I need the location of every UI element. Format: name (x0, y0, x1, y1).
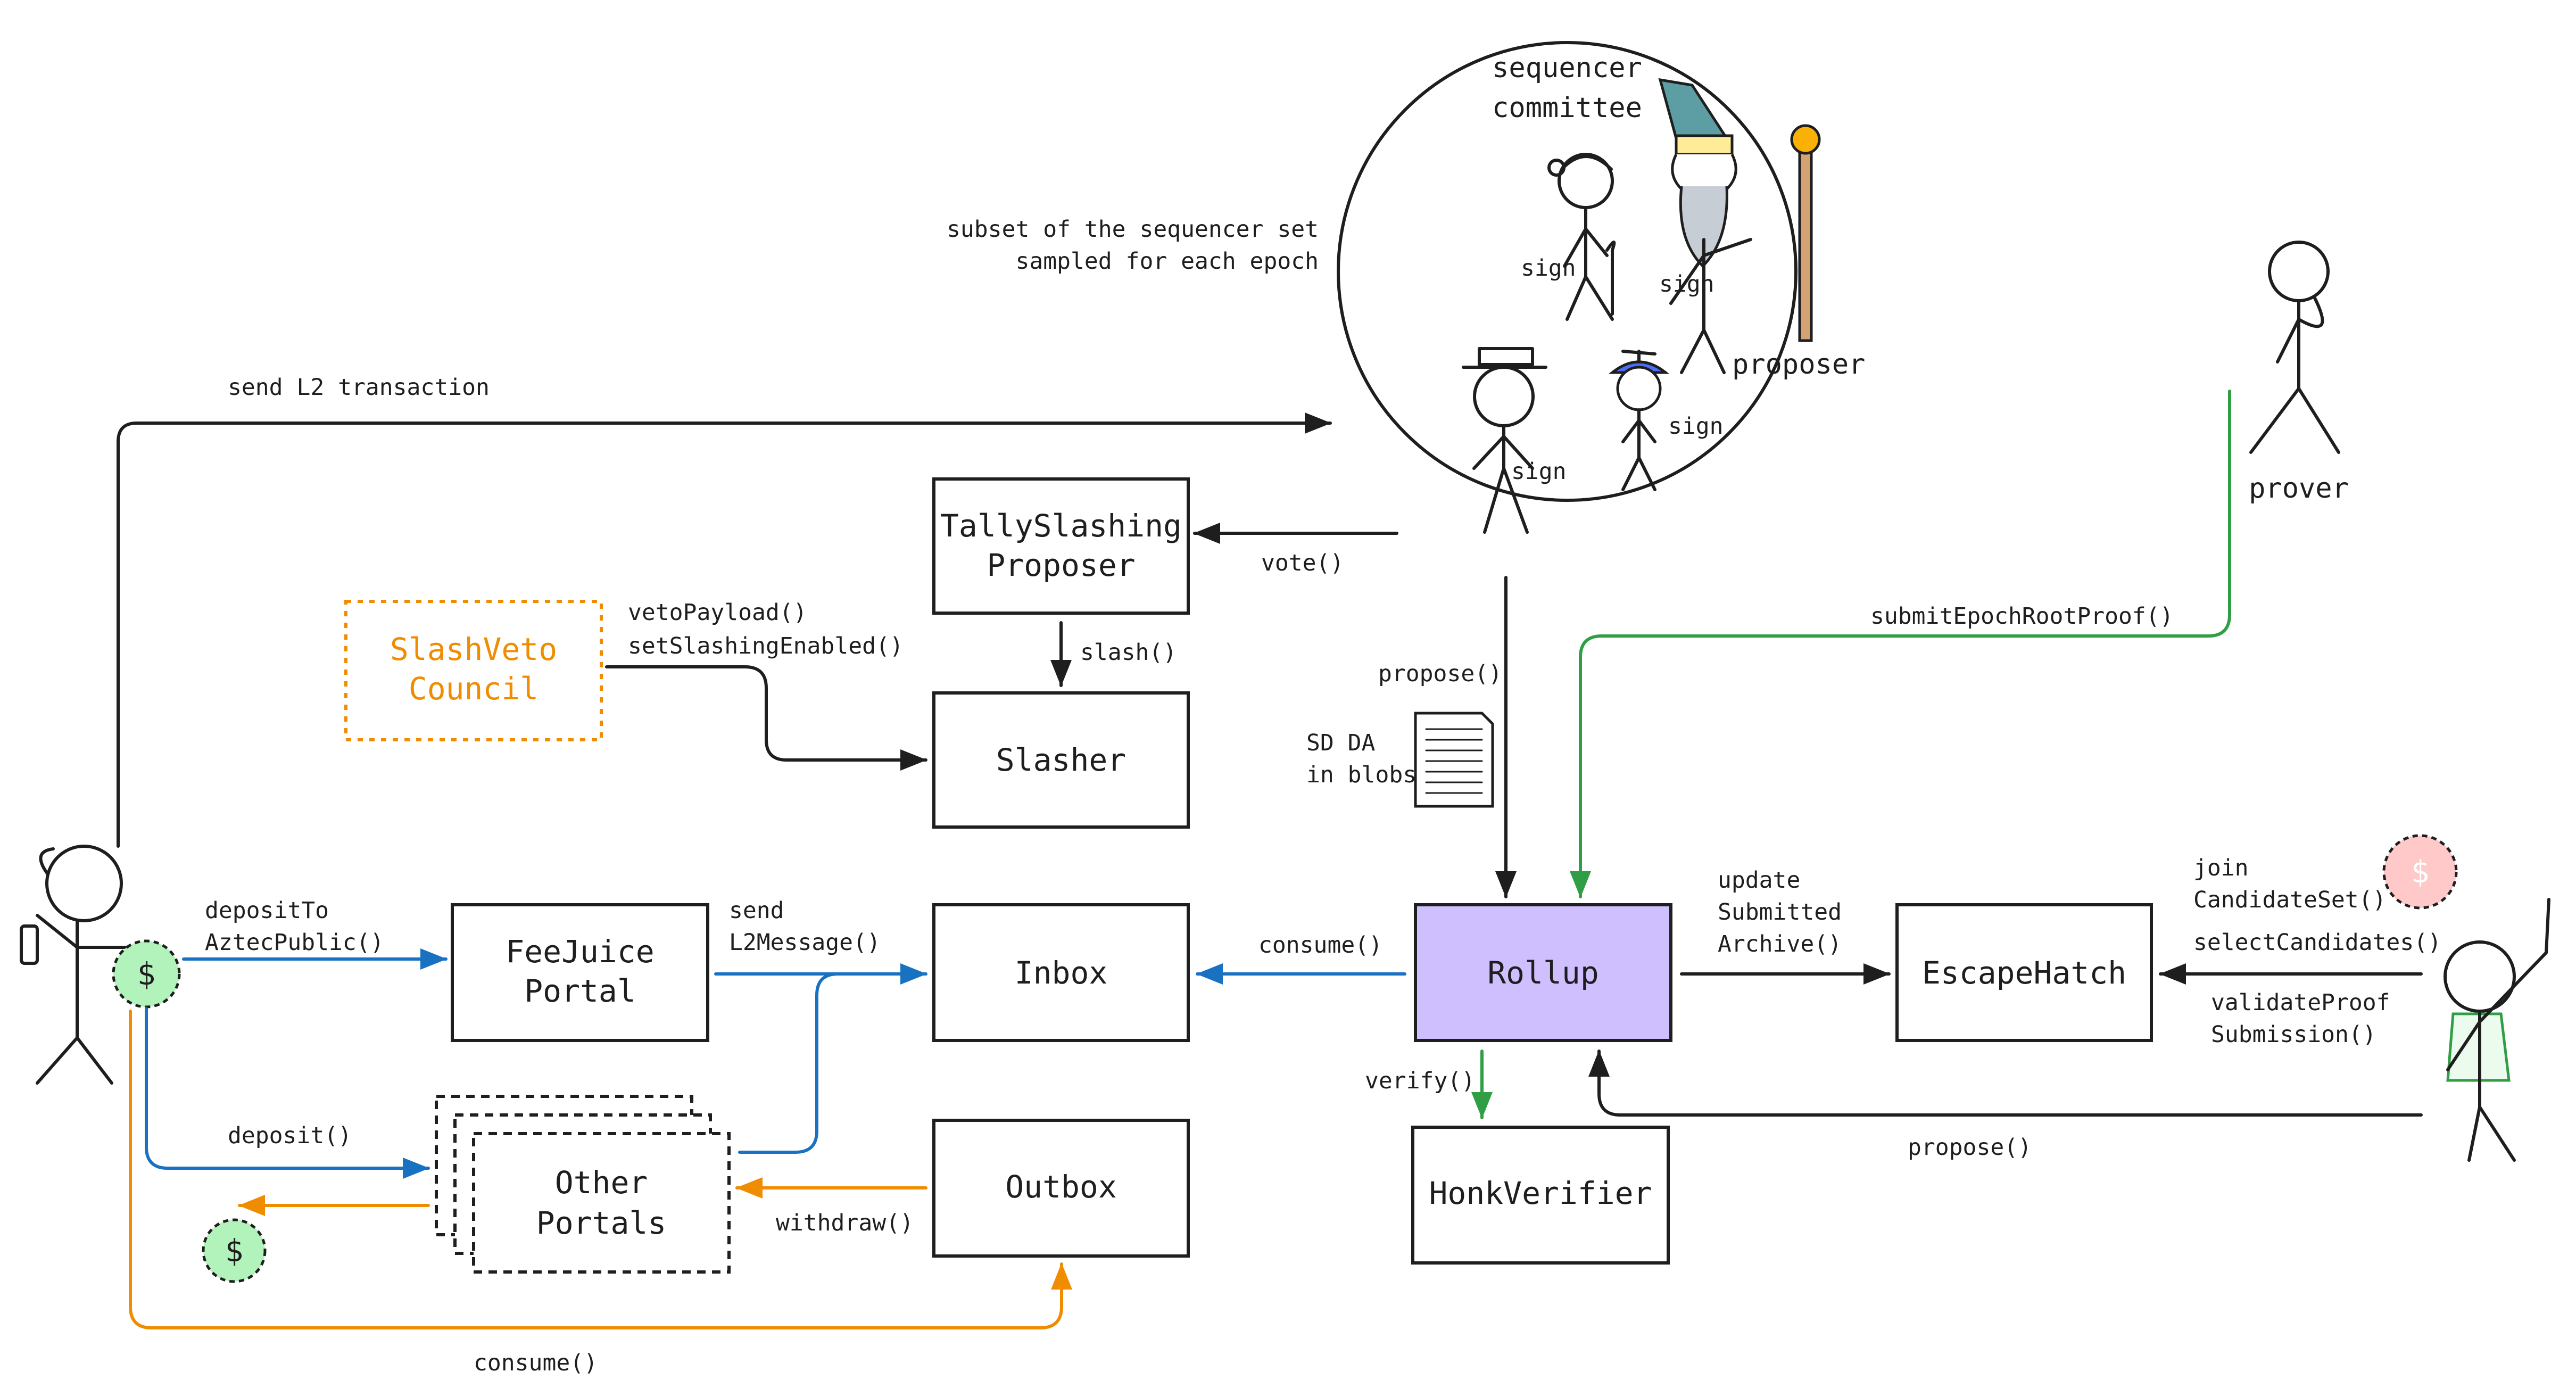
rollup-box[interactable]: Rollup (1414, 903, 1672, 1042)
send-msg-label-line2: L2Message() (729, 929, 881, 956)
update-archive-line3: Archive() (1718, 931, 1842, 957)
tallyslashing-proposer-box[interactable]: TallySlashing Proposer (932, 477, 1190, 615)
svg-text:Slasher: Slasher (996, 742, 1126, 778)
subset-label-line1: subset of the sequencer set (947, 216, 1319, 243)
send-l2-transaction-arrow (117, 412, 1332, 848)
document-icon (1414, 712, 1494, 808)
svg-text:Proposer: Proposer (987, 547, 1135, 583)
svg-text:$: $ (2411, 854, 2430, 890)
prover-figure-icon (2249, 241, 2340, 454)
submit-proof-arrow (1570, 390, 2231, 898)
subset-label-line2: sampled for each epoch (1015, 248, 1319, 275)
verify-label: verify() (1365, 1068, 1475, 1094)
sign-label-2: sign (1659, 271, 1714, 298)
propose-label-top: propose() (1378, 660, 1502, 687)
propose-bottom-label: propose() (1908, 1134, 2032, 1161)
validate-label-line2: Submission() (2211, 1021, 2376, 1048)
vote-label: vote() (1261, 550, 1344, 576)
prover-label: prover (2249, 473, 2349, 505)
submit-proof-label: submitEpochRootProof() (1870, 603, 2174, 630)
svg-text:FeeJuice: FeeJuice (506, 933, 654, 970)
svg-text:TallySlashing: TallySlashing (940, 508, 1182, 544)
coin-icon: $ (112, 939, 181, 1009)
withdraw-label: withdraw() (776, 1210, 914, 1236)
proposer-label: proposer (1732, 349, 1865, 381)
svg-text:Portal: Portal (524, 973, 636, 1009)
svg-text:Rollup: Rollup (1487, 955, 1599, 991)
select-candidates-label: selectCandidates() (2193, 929, 2441, 956)
coin-icon: $ (202, 1218, 267, 1283)
sequencer-committee: sequencer committee sign (1337, 41, 1865, 534)
feejuice-portal-box[interactable]: FeeJuice Portal (451, 903, 709, 1042)
deposit-label: deposit() (228, 1122, 352, 1149)
sign-label-4: sign (1668, 413, 1724, 440)
svg-text:Other: Other (555, 1164, 648, 1201)
coin-icon: $ (2382, 834, 2458, 910)
sd-da-label-line1: SD DA (1306, 730, 1376, 756)
svg-text:$: $ (137, 956, 156, 992)
svg-text:Council: Council (409, 671, 539, 707)
consume-inbox-label: consume() (1258, 932, 1382, 959)
propose-bottom-arrow (1588, 1050, 2423, 1117)
committee-title-line1: sequencer (1492, 52, 1642, 84)
veto-arrow (605, 665, 927, 771)
svg-text:HonkVerifier: HonkVerifier (1429, 1175, 1652, 1211)
svg-text:EscapeHatch: EscapeHatch (1922, 955, 2126, 991)
svg-text:Outbox: Outbox (1005, 1169, 1117, 1205)
update-archive-line2: Submitted (1718, 899, 1842, 926)
consume-outbox-arrow (129, 1010, 1072, 1329)
committee-title-line2: committee (1492, 92, 1642, 124)
send-msg-label-line1: send (729, 897, 784, 924)
sign-label-3: sign (1511, 458, 1567, 485)
send-l2-transaction-label: send L2 transaction (228, 374, 490, 401)
svg-text:Inbox: Inbox (1015, 955, 1108, 991)
slasher-box[interactable]: Slasher (932, 691, 1190, 829)
slash-label: slash() (1080, 639, 1177, 666)
deposit-to-label-line2: AztecPublic() (205, 929, 384, 956)
escapehatch-box[interactable]: EscapeHatch (1895, 903, 2153, 1042)
join-label-line2: CandidateSet() (2193, 887, 2386, 913)
committee-member-cap-icon (1608, 350, 1670, 491)
committee-member-hat-icon (1462, 347, 1547, 534)
set-slashing-label: setSlashingEnabled() (628, 633, 904, 659)
waving-user-figure-icon (2444, 898, 2550, 1162)
sign-label-1: sign (1521, 255, 1576, 282)
other-portals-to-inbox-arrow (738, 972, 840, 1154)
svg-text:Portals: Portals (536, 1205, 666, 1241)
svg-text:$: $ (225, 1233, 244, 1269)
validate-label-line1: validateProof (2211, 989, 2390, 1016)
deposit-to-label-line1: depositTo (205, 897, 329, 924)
wizard-proposer-icon (1658, 78, 1821, 374)
slashveto-council-box[interactable]: SlashVeto Council (344, 600, 603, 741)
consume-bottom-label: consume() (474, 1350, 598, 1376)
user-figure-icon (20, 845, 140, 1085)
veto-payload-label: vetoPayload() (628, 599, 807, 626)
outbox-box[interactable]: Outbox (932, 1119, 1190, 1258)
committee-member-bun-icon (1547, 153, 1616, 321)
svg-text:SlashVeto: SlashVeto (390, 631, 557, 667)
honkverifier-box[interactable]: HonkVerifier (1411, 1126, 1670, 1265)
deposit-arrow (145, 1007, 430, 1179)
sd-da-label-line2: in blobs (1306, 762, 1417, 788)
other-portals-stack[interactable]: Other Portals (435, 1095, 731, 1274)
update-archive-line1: update (1718, 867, 1800, 894)
inbox-box[interactable]: Inbox (932, 903, 1190, 1042)
join-label-line1: join (2193, 855, 2249, 881)
